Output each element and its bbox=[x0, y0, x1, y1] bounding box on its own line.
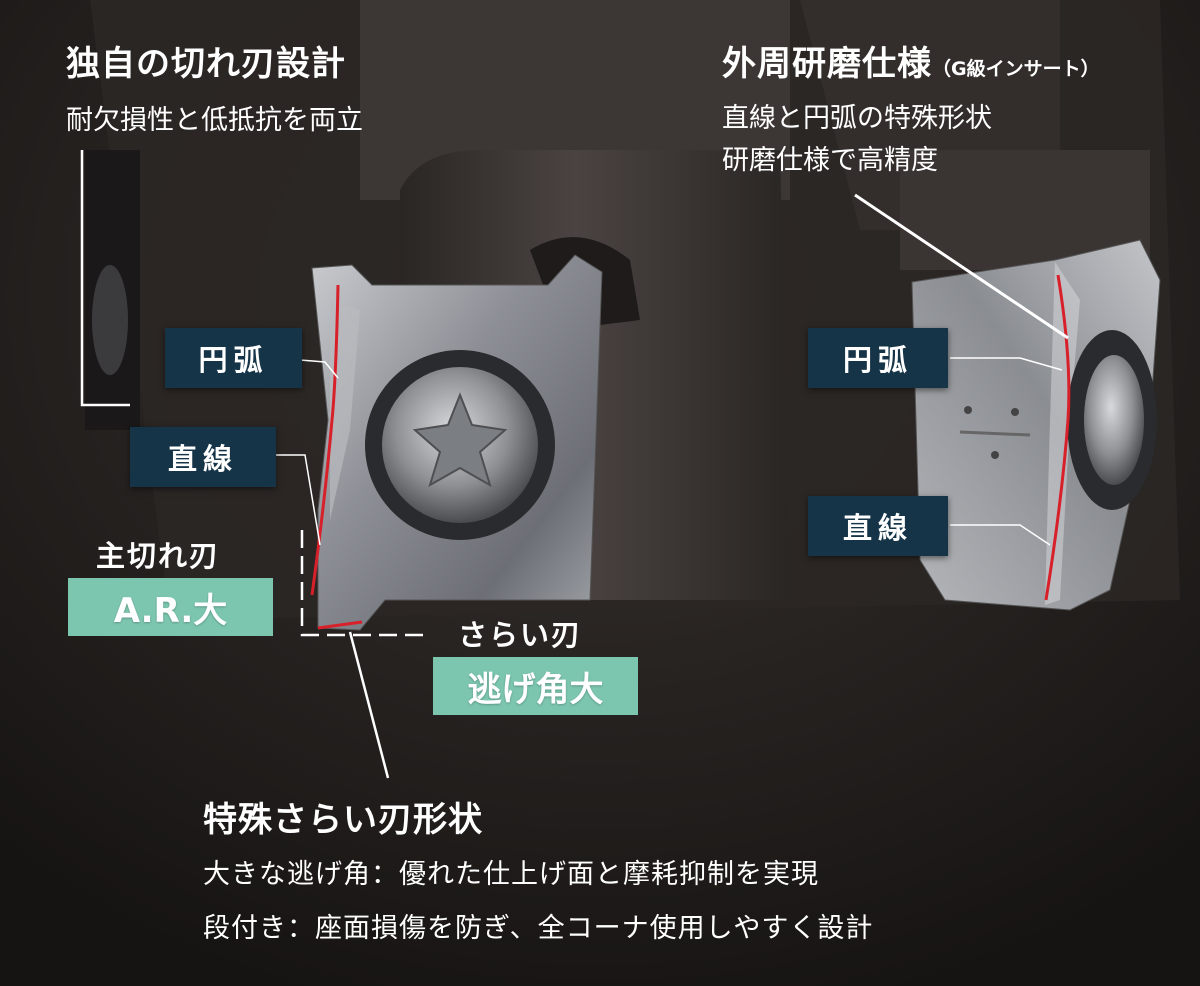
left-heading-subtitle: 耐欠損性と低抵抗を両立 bbox=[66, 105, 363, 136]
main-edge-label: 主切れ刃 bbox=[96, 539, 221, 573]
wiper-edge-badge: 逃げ角大 bbox=[433, 657, 638, 715]
left-arc-label: 円弧 bbox=[165, 328, 302, 388]
right-heading: 外周研磨仕様（G級インサート） bbox=[722, 36, 1100, 85]
right-heading-title: 外周研磨仕様 bbox=[722, 44, 932, 84]
right-heading-note: （G級インサート） bbox=[932, 58, 1100, 80]
left-heading-title: 独自の切れ刃設計 bbox=[66, 44, 346, 84]
right-arc-label: 円弧 bbox=[808, 328, 948, 388]
left-straight-label: 直線 bbox=[130, 427, 276, 487]
bottom-line2: 段付き：座面損傷を防ぎ、全コーナ使用しやすく設計 bbox=[203, 913, 874, 944]
wiper-edge-label: さらい刃 bbox=[458, 618, 583, 652]
bottom-title: 特殊さらい刃形状 bbox=[203, 800, 483, 840]
bottom-line1: 大きな逃げ角：優れた仕上げ面と摩耗抑制を実現 bbox=[203, 859, 819, 890]
right-heading-line2: 研磨仕様で高精度 bbox=[722, 145, 938, 176]
main-edge-badge: A.R.大 bbox=[68, 578, 273, 636]
right-heading-line1: 直線と円弧の特殊形状 bbox=[722, 103, 992, 134]
right-straight-label: 直線 bbox=[808, 496, 948, 556]
